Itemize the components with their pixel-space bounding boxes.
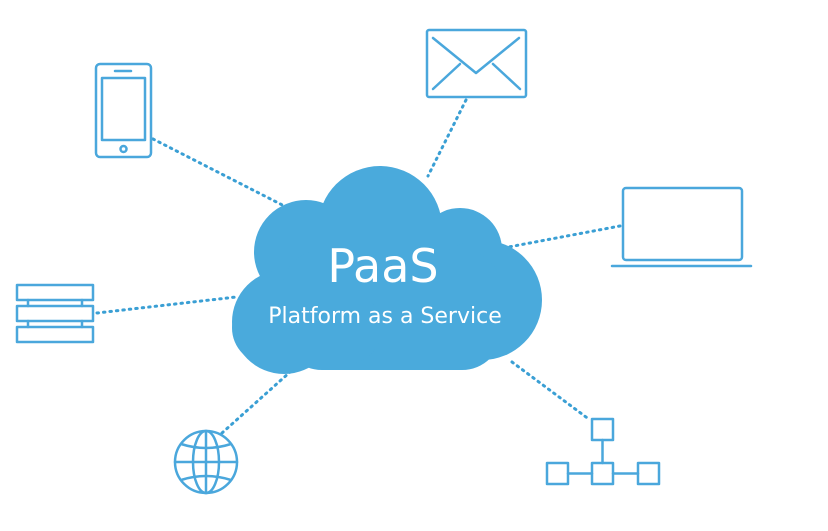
envelope-icon: [425, 28, 528, 99]
connectors: [95, 98, 622, 435]
connector-network: [510, 360, 592, 422]
cloud-subtitle: Platform as a Service: [268, 304, 502, 329]
smartphone-icon: [94, 62, 153, 159]
network-hierarchy-icon: [545, 417, 661, 486]
connector-server-stack: [95, 295, 238, 315]
connector-laptop: [496, 224, 622, 251]
connector-envelope: [426, 98, 468, 178]
connector-globe: [220, 370, 292, 435]
cloud-title: PaaS: [327, 239, 438, 293]
laptop-icon: [610, 186, 753, 268]
globe-icon: [173, 429, 239, 495]
paas-cloud: PaaS Platform as a Service: [232, 166, 542, 374]
connector-smartphone: [151, 137, 298, 214]
server-stack-icon: [15, 283, 95, 344]
cloud-shape: [232, 166, 542, 374]
